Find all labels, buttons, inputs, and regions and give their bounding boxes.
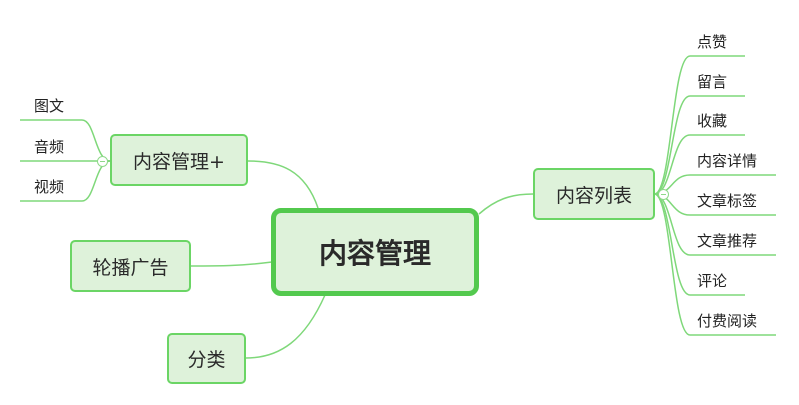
leaf-image-text[interactable]: 图文	[34, 97, 65, 115]
link-root-category	[245, 294, 326, 359]
link-root-content-list	[478, 193, 534, 215]
branch-content-list-label: 内容列表	[555, 184, 632, 207]
link-cl-leaf-1	[654, 55, 745, 195]
link-cl-leaf-2	[654, 95, 745, 195]
collapse-toggle-content-manage[interactable]	[97, 156, 108, 167]
leaf-video[interactable]: 视频	[34, 178, 65, 196]
branch-content-manage-label: 内容管理+	[133, 150, 225, 173]
branch-category-label: 分类	[187, 349, 226, 371]
root-label: 内容管理	[318, 237, 431, 270]
branch-content-list[interactable]: 内容列表	[533, 168, 655, 220]
leaf-comment-message[interactable]: 留言	[697, 73, 728, 91]
leaf-audio[interactable]: 音频	[34, 138, 65, 156]
link-cl-leaf-8	[654, 193, 776, 336]
branch-content-manage[interactable]: 内容管理+	[110, 134, 248, 186]
leaf-content-detail[interactable]: 内容详情	[697, 152, 758, 170]
root-node[interactable]: 内容管理	[271, 208, 479, 296]
branch-banner-ads[interactable]: 轮播广告	[70, 240, 191, 292]
leaf-paid-reading[interactable]: 付费阅读	[697, 312, 758, 330]
link-root-content-manage	[247, 160, 319, 209]
leaf-article-recommend[interactable]: 文章推荐	[697, 232, 758, 250]
branch-category[interactable]: 分类	[167, 333, 246, 384]
leaf-review[interactable]: 评论	[697, 272, 728, 290]
leaf-article-tags[interactable]: 文章标签	[697, 192, 758, 210]
leaf-favorite[interactable]: 收藏	[697, 112, 728, 130]
leaf-like[interactable]: 点赞	[697, 33, 728, 51]
collapse-toggle-content-list[interactable]	[658, 189, 669, 200]
link-root-banner	[190, 261, 273, 267]
branch-banner-ads-label: 轮播广告	[92, 256, 169, 279]
